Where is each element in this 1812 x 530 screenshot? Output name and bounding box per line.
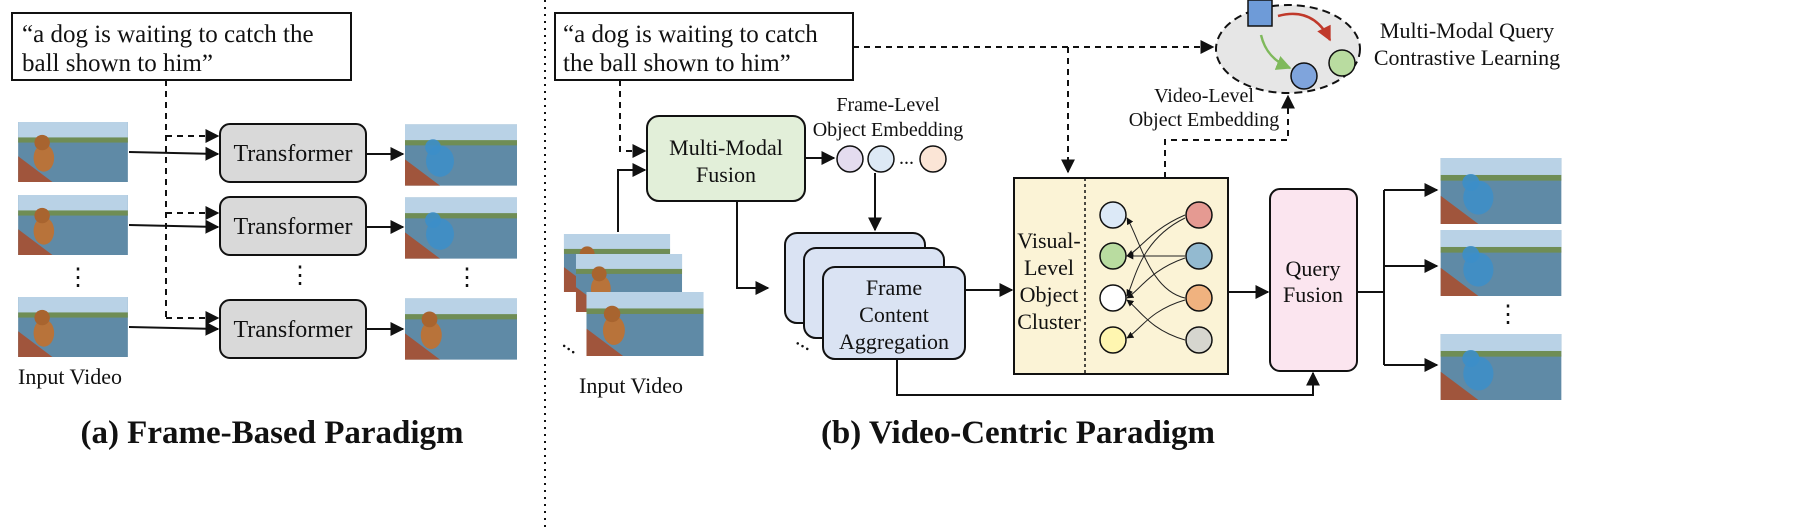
query-fusion-box — [1269, 188, 1358, 372]
left-frame-arrow-3 — [128, 321, 220, 336]
fca-to-query-fusion-arrow — [896, 360, 1320, 396]
transformer-ellipsis: ⋮ — [288, 263, 312, 289]
left-input-video-label: Input Video — [18, 364, 122, 389]
cluster-node-teal — [1185, 242, 1213, 270]
left-frame-arrow-1 — [128, 146, 220, 161]
visual-cluster-label-line1: Visual- — [1017, 228, 1080, 253]
fca-label-line1: Frame — [866, 275, 922, 300]
frame-based-panel: “a dog is waiting to catch the ball show… — [11, 12, 517, 451]
cluster-node-orange — [1185, 284, 1213, 312]
query-fusion-fanout — [1357, 190, 1385, 365]
contrastive-label-line1: Multi-Modal Query — [1380, 18, 1554, 43]
right-query-line1: “a dog is waiting to catch — [563, 21, 818, 48]
left-input-frame-1 — [18, 122, 128, 182]
text-query-square — [1247, 0, 1273, 27]
contrastive-push-arrow — [1277, 12, 1332, 42]
left-input-ellipsis: ⋮ — [66, 265, 90, 291]
right-output-frame-1 — [1440, 158, 1562, 224]
frame-embedding-dots: ... — [899, 147, 914, 169]
visual-cluster-label-line4: Cluster — [1017, 309, 1081, 334]
left-caption: (a) Frame-Based Paradigm — [80, 415, 463, 451]
transformer-label-2: Transformer — [233, 214, 352, 240]
visual-cluster-label-line3: Object — [1020, 282, 1079, 307]
visual-cluster-label-line2: Level — [1024, 255, 1074, 280]
transformer-box-1 — [219, 123, 367, 183]
fca-label-line2: Content — [859, 302, 929, 327]
right-output-ellipsis: ⋮ — [1496, 302, 1520, 328]
cluster-node-blue — [1099, 201, 1127, 229]
contrastive-ellipse — [1215, 4, 1361, 94]
frame-level-label-line1: Frame-Level — [836, 94, 940, 116]
transformer-label-1: Transformer — [233, 141, 352, 167]
query-to-mmf-arrow — [619, 80, 647, 158]
video-level-label-line1: Video-Level — [1154, 85, 1254, 107]
left-input-frame-3 — [18, 297, 128, 357]
left-query-line2: ball shown to him” — [22, 50, 213, 77]
right-input-frame-front — [586, 292, 704, 356]
left-output-frame-2 — [405, 197, 517, 259]
contrastive-label-line2: Contrastive Learning — [1374, 45, 1560, 70]
right-input-video-label: Input Video — [579, 373, 683, 398]
video-to-mmf-arrow — [617, 163, 647, 232]
left-output-ellipsis: ⋮ — [455, 265, 479, 291]
left-query-line1: “a dog is waiting to catch the — [22, 21, 314, 48]
left-query-box — [11, 12, 352, 81]
cluster-node-white — [1099, 284, 1127, 312]
left-output-frame-3 — [405, 298, 517, 360]
positive-query-node — [1290, 62, 1318, 90]
video-level-label-line2: Object Embedding — [1129, 109, 1280, 131]
negative-query-node — [1328, 49, 1356, 77]
transformer-box-2 — [219, 196, 367, 256]
right-query-line2: the ball shown to him” — [563, 50, 791, 77]
mmf-to-fca-arrow — [736, 201, 770, 295]
mmf-label-line2: Fusion — [696, 162, 756, 187]
cluster-to-contrastive-arrow — [1164, 94, 1295, 178]
frame-embedding-purple — [836, 145, 864, 173]
mmf-label-line1: Multi-Modal — [669, 135, 783, 160]
cluster-links — [1126, 214, 1186, 341]
video-centric-panel: “a dog is waiting to catch the ball show… — [554, 0, 1562, 451]
fca-box-front — [822, 266, 966, 360]
cluster-node-yellow — [1099, 326, 1127, 354]
cluster-node-red — [1185, 201, 1213, 229]
frame-level-label-line2: Object Embedding — [813, 119, 964, 141]
transformer-box-3 — [219, 299, 367, 359]
fca-label-line3: Aggregation — [839, 329, 949, 354]
right-caption: (b) Video-Centric Paradigm — [821, 415, 1215, 451]
right-output-frame-3 — [1440, 334, 1562, 400]
left-output-frame-1 — [405, 124, 517, 186]
frame-embedding-blue — [867, 145, 895, 173]
query-fusion-label-line2: Fusion — [1283, 282, 1343, 307]
query-fusion-label-line1: Query — [1286, 256, 1341, 281]
cluster-node-gray — [1185, 326, 1213, 354]
contrastive-pull-arrow — [1259, 34, 1292, 70]
transformer-label-3: Transformer — [233, 317, 352, 343]
left-frame-arrow-2 — [128, 219, 220, 234]
multi-modal-fusion-box — [646, 115, 806, 202]
cluster-node-green — [1099, 242, 1127, 270]
right-output-frame-2 — [1440, 230, 1562, 296]
right-input-stack-dots: ... — [559, 329, 587, 359]
left-input-frame-2 — [18, 195, 128, 255]
frame-embedding-peach — [919, 145, 947, 173]
